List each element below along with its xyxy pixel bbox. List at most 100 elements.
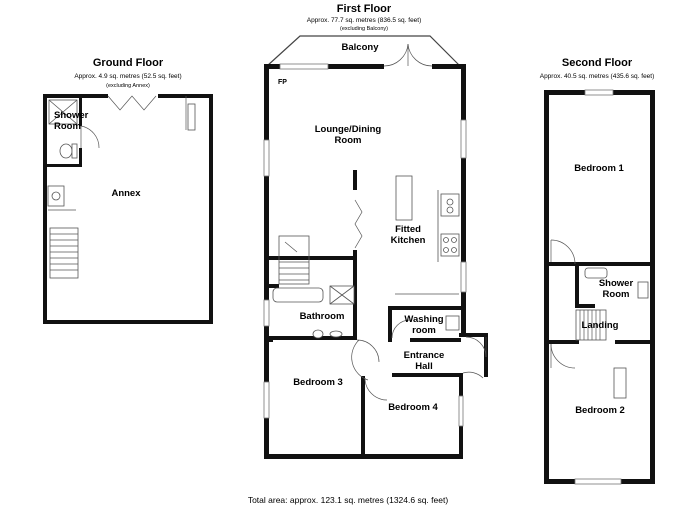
ground-floor-title: Ground Floor	[93, 57, 164, 69]
first-wall-right	[461, 64, 466, 334]
balcony-door-left	[383, 43, 409, 67]
ground-wall-top-left	[43, 94, 108, 98]
total-area-caption: Total area: approx. 123.1 sq. metres (13…	[248, 495, 449, 505]
ground-wall-right	[209, 94, 213, 324]
entrance-hall-label-2: Hall	[415, 361, 432, 372]
washing-machine	[445, 315, 460, 331]
washing-room-door	[391, 319, 411, 339]
bedroom2-door	[550, 343, 576, 369]
shower-room-bottom-wall	[575, 304, 595, 308]
second-floor-title: Second Floor	[562, 57, 633, 69]
ground-floor-area: Approx. 4.9 sq. metres (52.5 sq. feet)	[74, 73, 181, 80]
shower-room-left-wall	[575, 262, 579, 308]
bedroom4-window	[458, 395, 464, 427]
first-floor-area-note: (excluding Balcony)	[340, 26, 388, 32]
bathtub	[272, 287, 324, 303]
second-floor-area: Approx. 40.5 sq. metres (435.6 sq. feet)	[540, 73, 655, 80]
ground-toilet	[59, 143, 73, 159]
bathroom-door	[356, 339, 380, 363]
washing-room-bottom-wall	[410, 338, 461, 342]
bedroom4-door	[364, 377, 388, 401]
ground-shower-door	[80, 125, 100, 149]
bedroom-divider-wall	[361, 376, 365, 458]
bedroom2-window	[574, 478, 622, 485]
stairwell-top-wall	[269, 256, 357, 260]
bedroom1-label: Bedroom 1	[574, 163, 624, 174]
washing-room-label-2: room	[412, 325, 436, 336]
ground-shower-room-label-1: Shower	[54, 110, 89, 121]
annex-label: Annex	[111, 188, 141, 199]
ground-shower-room-label-2: Room	[54, 121, 81, 132]
washing-room-top-wall	[388, 306, 461, 310]
bedroom2-top-wall-left	[549, 340, 579, 344]
bedroom3-door	[351, 339, 369, 381]
bedroom3-label: Bedroom 3	[293, 377, 343, 388]
first-wall-entrance-top	[459, 333, 487, 337]
ground-floor-area-note: (excluding Annex)	[106, 83, 150, 89]
ground-floor-plan: Ground Floor Approx. 4.9 sq. metres (52.…	[43, 57, 213, 324]
bathroom-bottom-wall	[269, 336, 357, 340]
second-wall-right	[650, 90, 655, 484]
bedroom2-top-wall-right	[615, 340, 650, 344]
bedroom3-window	[263, 381, 270, 419]
kitchen-window	[460, 261, 467, 293]
first-wall-left	[264, 64, 269, 458]
ground-bifold-doors	[107, 95, 157, 111]
second-toilet	[637, 281, 649, 299]
bedroom2-label: Bedroom 2	[575, 405, 625, 416]
bathroom-window	[263, 299, 270, 327]
ground-shower-wall	[79, 98, 82, 126]
kitchen-bifold-door	[354, 199, 363, 249]
balcony-door-right	[407, 43, 433, 67]
kitchen-label-2: Kitchen	[391, 235, 426, 246]
balcony-label: Balcony	[342, 42, 380, 53]
bedroom1-bottom-wall-left	[549, 262, 576, 266]
entrance-door	[465, 336, 487, 358]
landing-label: Landing	[582, 320, 619, 331]
lounge-window-left	[263, 139, 270, 177]
second-shower-room-label-1: Shower	[599, 278, 634, 289]
ground-wall-bottom	[43, 320, 213, 324]
lounge-dining-label-1: Lounge/Dining	[315, 124, 382, 135]
ground-sink-unit	[47, 185, 65, 207]
first-floor-area: Approx. 77.7 sq. metres (836.5 sq. feet)	[307, 17, 422, 24]
bathroom-label: Bathroom	[300, 311, 345, 322]
entrance-hall-label-1: Entrance	[404, 350, 445, 361]
washing-room-label-1: Washing	[404, 314, 443, 325]
bedroom4-label: Bedroom 4	[388, 402, 438, 413]
bedroom1-door	[550, 239, 576, 265]
second-shower-room-label-2: Room	[603, 289, 630, 300]
kitchen-label-1: Fitted	[395, 224, 421, 235]
kitchen-wall-left	[353, 250, 357, 338]
stairwell-wall-stub	[269, 284, 279, 288]
balcony-outline	[266, 35, 461, 67]
first-floor-plan: First Floor Approx. 77.7 sq. metres (836…	[263, 3, 488, 459]
first-wall-top-right	[432, 64, 465, 69]
bedroom1-window	[584, 89, 614, 96]
kitchen-wall-stub	[353, 170, 357, 190]
ground-shower-tray	[48, 99, 78, 125]
bathroom-toilet	[312, 329, 324, 339]
shower-room-top-wall	[575, 262, 650, 266]
first-floor-title: First Floor	[337, 3, 392, 15]
bedroom4-top-wall	[392, 373, 463, 377]
second-wall-left	[544, 90, 549, 484]
ground-shower-bottom-wall	[47, 164, 81, 167]
ground-wall-top-right	[158, 94, 213, 98]
second-staircase	[575, 309, 607, 341]
kitchen-hob	[440, 233, 460, 257]
kitchen-island	[395, 175, 413, 221]
lounge-dining-label-2: Room	[335, 135, 362, 146]
lounge-window-right	[460, 119, 467, 159]
ground-shower-wall-lower	[79, 148, 82, 167]
ground-wall-left	[43, 94, 47, 324]
bathroom-basin	[329, 330, 343, 338]
lounge-window-top	[279, 63, 329, 70]
first-staircase	[278, 235, 310, 285]
second-bath	[584, 267, 608, 279]
ground-staircase	[49, 227, 79, 279]
bedroom2-skylight	[613, 367, 627, 399]
fireplace-label: FP	[278, 79, 287, 86]
washing-room-wall	[388, 306, 392, 342]
